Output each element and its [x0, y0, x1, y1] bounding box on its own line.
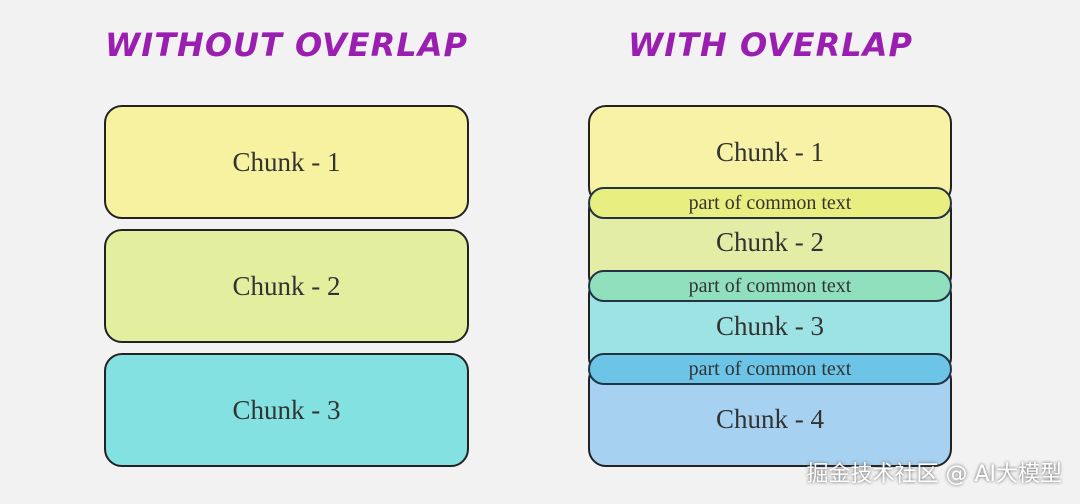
- watermark: 掘金技术社区 @ AI大模型: [806, 462, 1062, 487]
- left-chunk-2: Chunk - 2: [104, 229, 469, 343]
- title-with-overlap: WITH OVERLAP: [628, 26, 913, 64]
- overlap-1-2: part of common text: [588, 187, 952, 219]
- left-chunk-1: Chunk - 1: [104, 105, 469, 219]
- left-chunk-3: Chunk - 3: [104, 353, 469, 467]
- title-without-overlap: WITHOUT OVERLAP: [105, 26, 468, 64]
- overlap-2-3: part of common text: [588, 270, 952, 302]
- overlap-3-4: part of common text: [588, 353, 952, 385]
